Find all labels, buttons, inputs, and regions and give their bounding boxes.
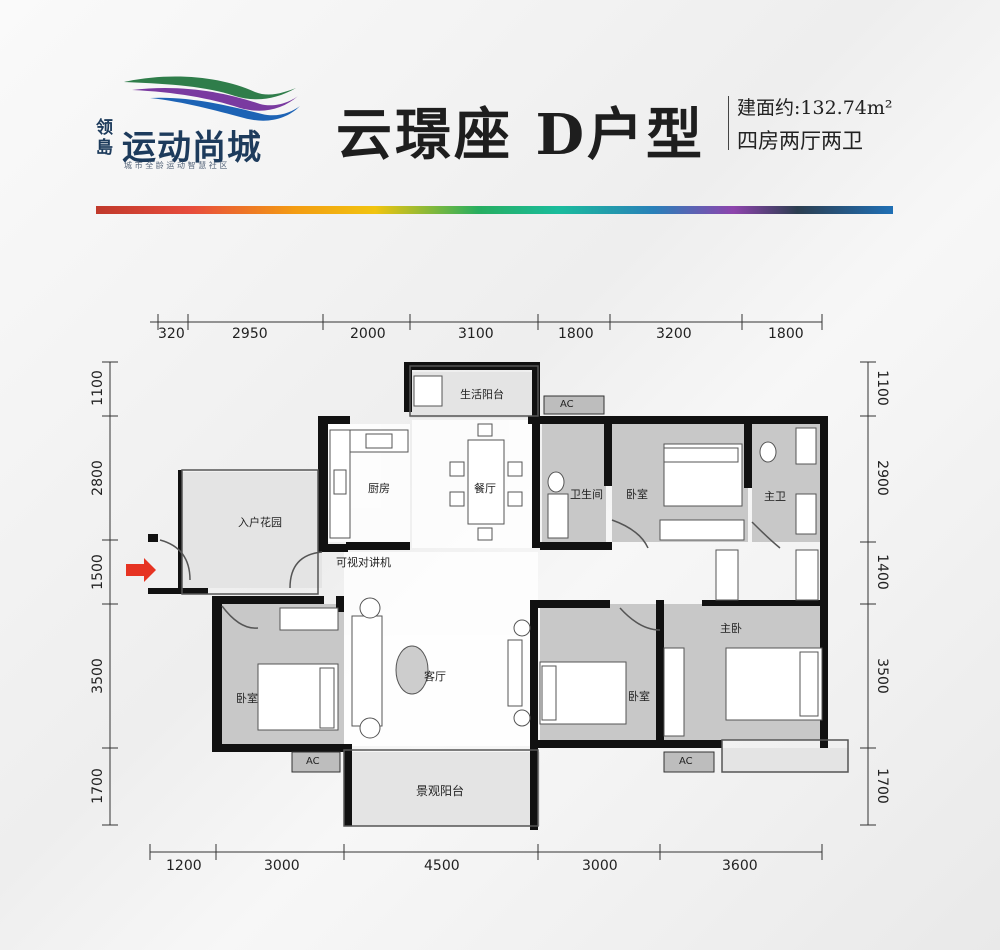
brand-slogan: 城市全龄运动智慧社区 — [124, 161, 230, 170]
area-label: 建面约:132.74m² — [737, 97, 893, 119]
room-dining: 餐厅 — [474, 482, 496, 495]
dim-top-7: 1800 — [768, 326, 804, 342]
dim-bottom-5: 3600 — [722, 858, 758, 874]
dim-top-3: 2000 — [350, 326, 386, 342]
dim-right-2: 2900 — [874, 460, 890, 496]
dim-right-4: 3500 — [874, 658, 890, 694]
rainbow-divider — [96, 206, 893, 214]
room-bathroom: 卫生间 — [570, 488, 603, 501]
brand-name: 运动尚城 — [122, 128, 262, 168]
room-master-bath: 主卫 — [764, 490, 786, 503]
dim-bottom-1: 1200 — [166, 858, 202, 874]
room-bedroom-left: 卧室 — [236, 692, 258, 705]
brand-vertical-name: 领島 — [96, 118, 113, 158]
entry-arrow-icon — [126, 558, 156, 582]
dim-top-1: 320 — [158, 326, 185, 342]
dim-right-5: 1700 — [874, 768, 890, 804]
room-view-balcony: 景观阳台 — [416, 784, 465, 798]
room-kitchen: 厨房 — [368, 482, 390, 495]
dim-right-3: 1400 — [874, 554, 890, 590]
dim-right-1: 1100 — [874, 370, 890, 406]
dim-top-2: 2950 — [232, 326, 268, 342]
dim-top-5: 1800 — [558, 326, 594, 342]
dim-left-3: 1500 — [90, 554, 106, 590]
dim-left-4: 3500 — [90, 658, 106, 694]
layout-type-label: 四房两厅两卫 — [737, 129, 863, 153]
ac-label-right: AC — [679, 756, 693, 767]
room-bedroom-top: 卧室 — [626, 488, 648, 501]
page-title: 云璟座 D户型 — [336, 102, 706, 168]
dim-left-1: 1100 — [90, 370, 106, 406]
dim-left-2: 2800 — [90, 460, 106, 496]
dim-bottom-2: 3000 — [264, 858, 300, 874]
ac-label-left: AC — [306, 756, 320, 767]
room-master-bedroom: 主卧 — [720, 622, 742, 635]
dim-bottom-4: 3000 — [582, 858, 618, 874]
room-living-balcony: 生活阳台 — [460, 388, 504, 401]
intercom-label: 可视对讲机 — [336, 556, 391, 569]
room-living: 客厅 — [424, 670, 446, 683]
title-divider — [728, 96, 729, 150]
dim-left-5: 1700 — [90, 768, 106, 804]
dim-top-6: 3200 — [656, 326, 692, 342]
room-bedroom-mid: 卧室 — [628, 690, 650, 703]
dim-bottom-3: 4500 — [424, 858, 460, 874]
room-entry-garden: 入户花园 — [238, 516, 282, 529]
dim-top-4: 3100 — [458, 326, 494, 342]
ac-label-top: AC — [560, 399, 574, 410]
